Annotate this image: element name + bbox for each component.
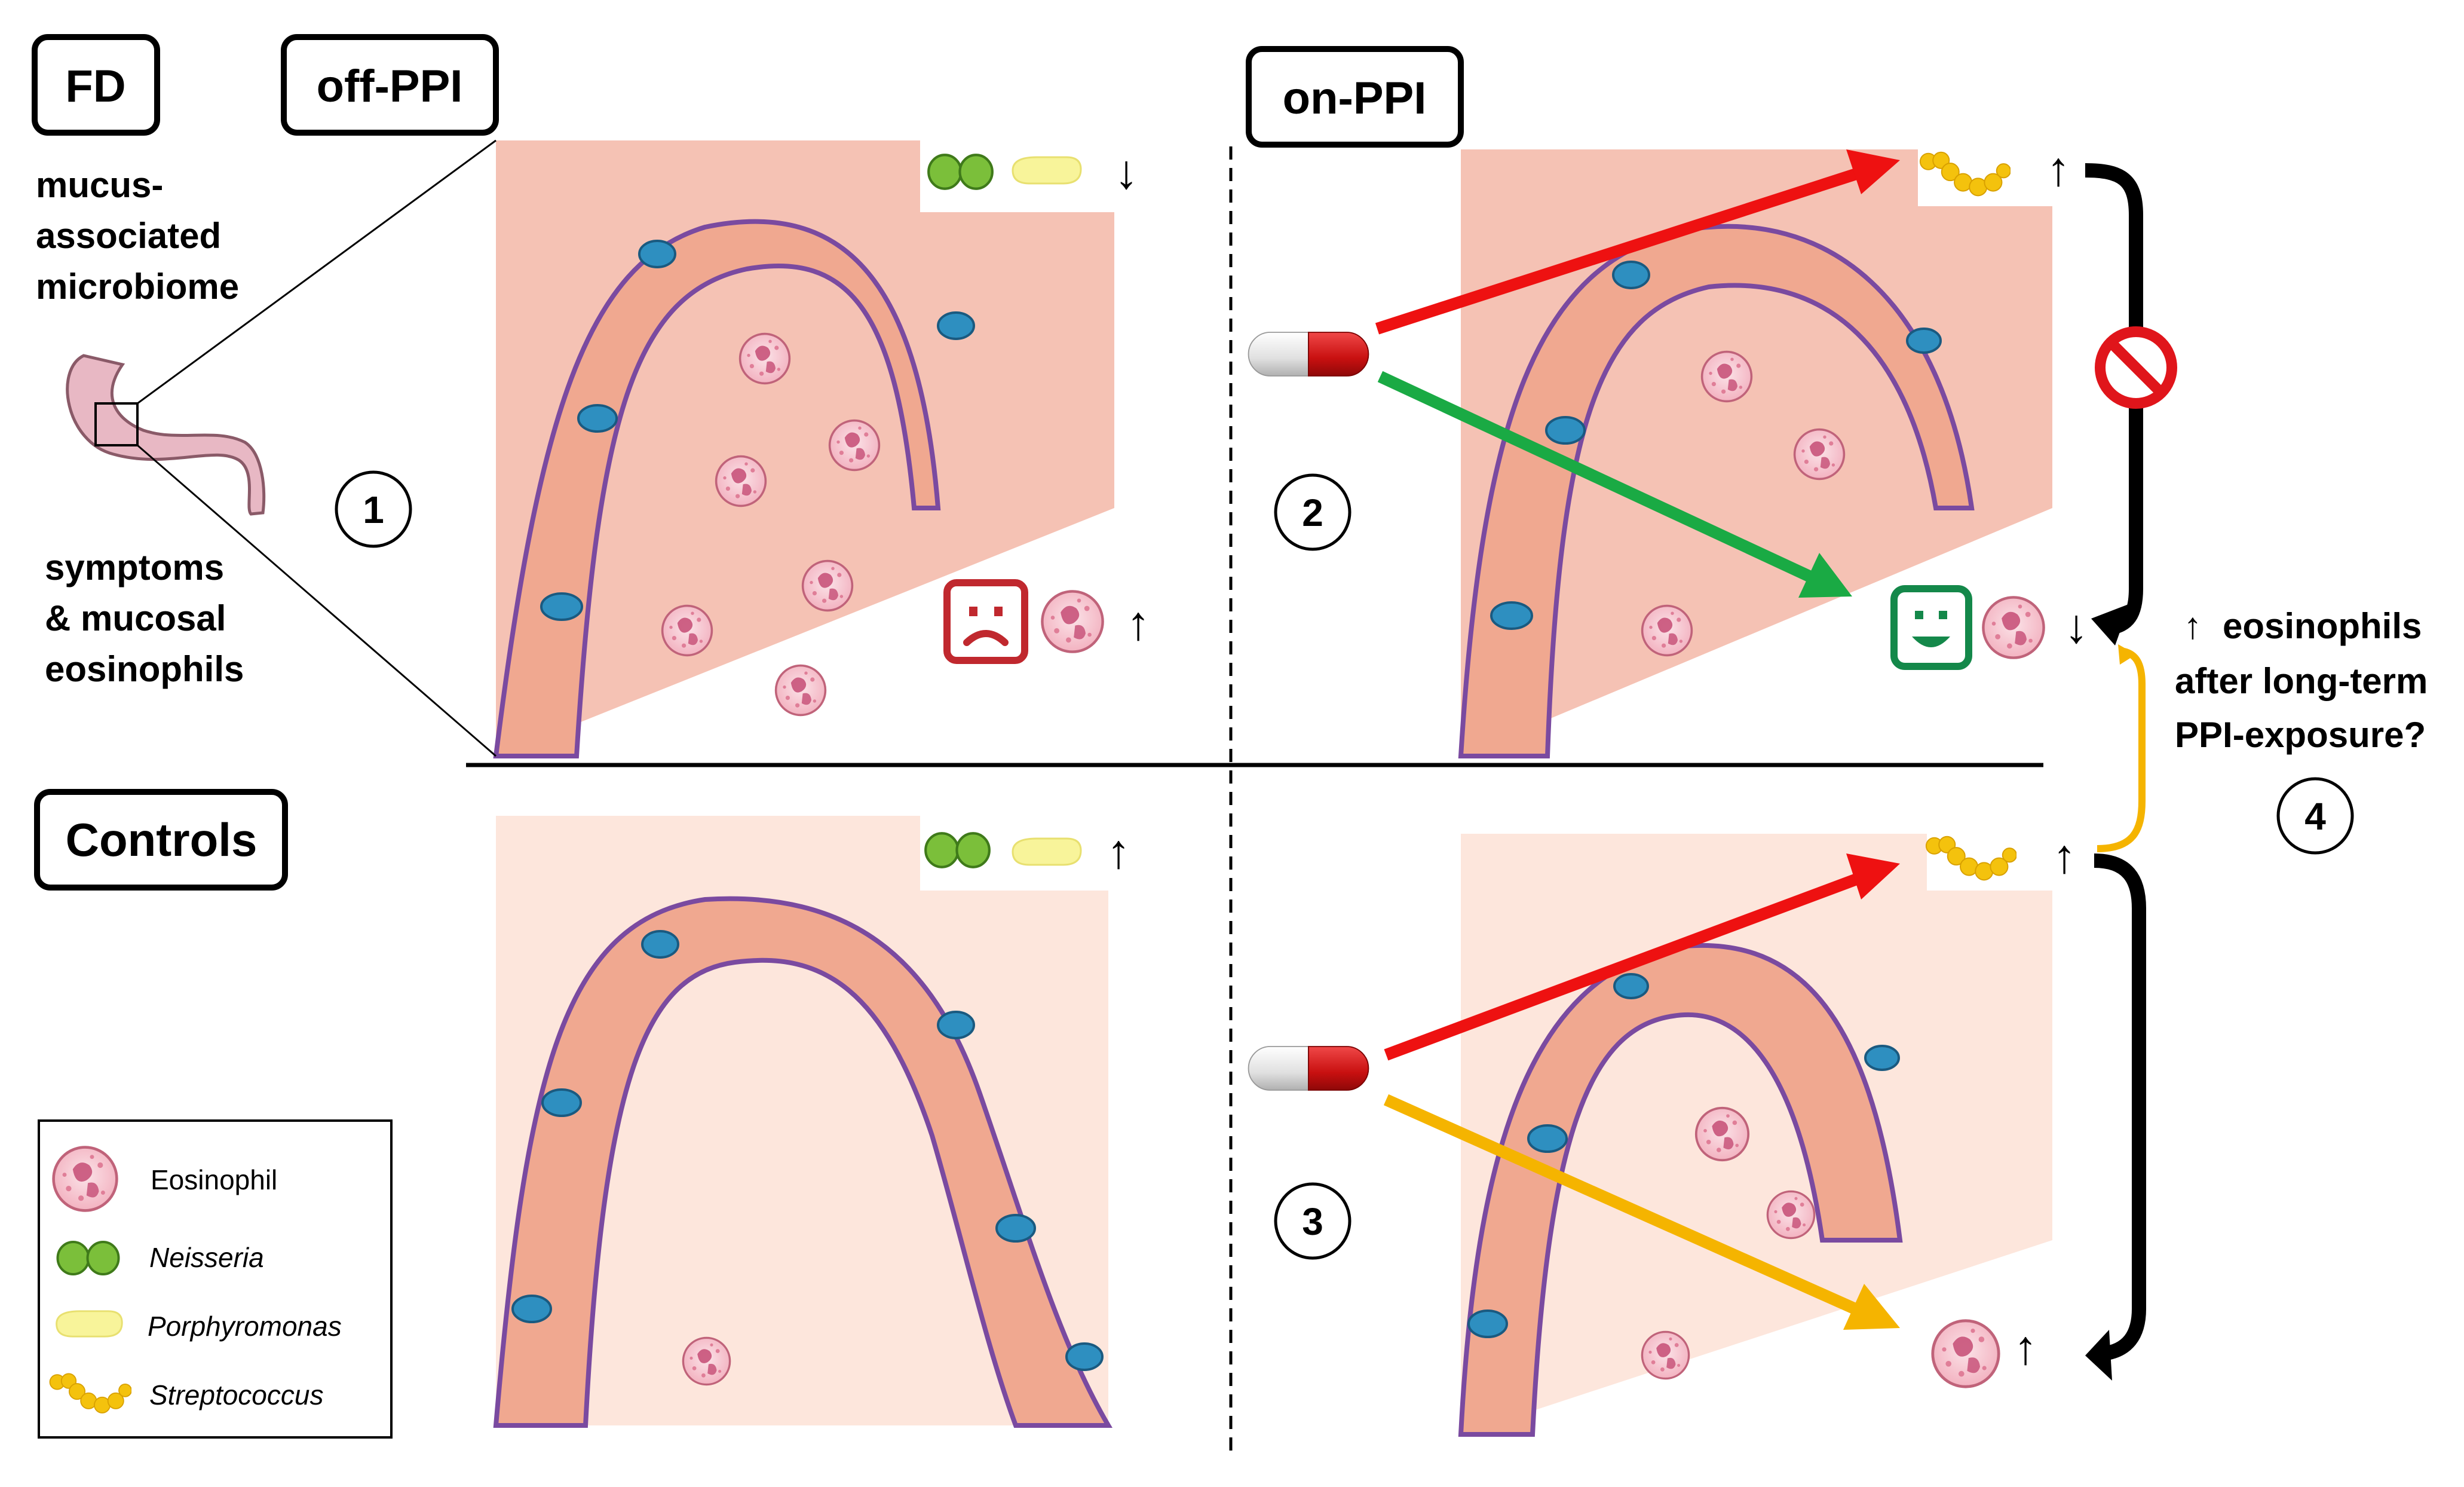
no-entry-icon bbox=[2095, 326, 2177, 409]
bacteria-down-arrow: ↓ bbox=[1114, 145, 1138, 198]
legend-neisseria-label: Neisseria bbox=[149, 1242, 264, 1273]
strep-controls-on-ppi: ↑ bbox=[1925, 830, 2076, 891]
black-bracket-fd bbox=[2085, 163, 2143, 645]
legend-streptococcus-label: Streptococcus bbox=[149, 1379, 323, 1410]
goblet-cells bbox=[511, 240, 1942, 1371]
controls-label: Controls bbox=[66, 813, 258, 866]
villus-fd-on-ppi bbox=[1458, 224, 1975, 758]
strep-up-arrow-controls: ↑ bbox=[2052, 830, 2076, 883]
bacteria-fd-off-ppi: ↓ bbox=[923, 143, 1186, 212]
svg-text:1: 1 bbox=[363, 488, 384, 531]
orange-arrow-controls bbox=[1383, 1094, 1900, 1330]
legend-eosinophil-icon bbox=[54, 1148, 117, 1211]
svg-text:2: 2 bbox=[1302, 491, 1323, 534]
off-ppi-label: off-PPI bbox=[317, 61, 463, 112]
legend-eosinophil-label: Eosinophil bbox=[151, 1164, 277, 1195]
question-line-2: after long-term bbox=[2175, 661, 2428, 701]
symptoms-label-2: & mucosal bbox=[45, 598, 226, 638]
pill-icon-controls bbox=[1248, 1046, 1369, 1091]
strep-fd-on-ppi: ↑ bbox=[1919, 142, 2070, 206]
eosinophil-up-arrow-fd-off: ↑ bbox=[1126, 596, 1150, 650]
stomach-icon bbox=[66, 354, 266, 516]
zoom-lines bbox=[137, 139, 497, 757]
marker-2: 2 bbox=[1274, 473, 1351, 551]
marker-3: 3 bbox=[1274, 1182, 1351, 1260]
strep-up-arrow-fd: ↑ bbox=[2046, 142, 2070, 195]
sad-face-icon bbox=[943, 579, 1028, 664]
red-arrow-fd bbox=[1375, 149, 1900, 335]
svg-text:4: 4 bbox=[2304, 795, 2326, 838]
eosinophil-down-arrow-fd-on: ↓ bbox=[2064, 599, 2088, 653]
fd-label: FD bbox=[65, 61, 125, 112]
yellow-connector bbox=[2097, 644, 2146, 852]
symptoms-label-3: eosinophils bbox=[45, 649, 244, 689]
on-ppi-label: on-PPI bbox=[1283, 73, 1427, 124]
legend: Eosinophil Neisseria Porphyromonas Strep… bbox=[38, 1119, 393, 1439]
mucus-label-2: associated bbox=[36, 216, 221, 256]
villus-fd-off-ppi bbox=[493, 219, 941, 758]
mucus-label-1: mucus- bbox=[36, 165, 163, 205]
pill-icon bbox=[1248, 332, 1369, 377]
off-ppi-box: off-PPI bbox=[281, 34, 499, 136]
legend-porphyromonas-label: Porphyromonas bbox=[148, 1311, 342, 1342]
bacteria-up-arrow: ↑ bbox=[1107, 825, 1130, 878]
green-arrow-fd bbox=[1377, 371, 1852, 598]
symptoms-label-1: symptoms bbox=[45, 547, 224, 588]
eosinophils-controls-off-ppi bbox=[682, 1336, 731, 1386]
mucus-label-3: microbiome bbox=[36, 267, 239, 307]
happy-face-icon bbox=[1890, 585, 1972, 670]
eosinophil-up-arrow-controls-on: ↑ bbox=[2014, 1321, 2037, 1374]
eosinophil-controls-on-outcome bbox=[1933, 1321, 1999, 1387]
question-up-arrow: ↑ bbox=[2184, 605, 2202, 647]
question-line-1: eosinophils bbox=[2223, 606, 2422, 646]
villus-controls-off-ppi bbox=[493, 896, 1113, 1428]
controls-box: Controls bbox=[34, 789, 288, 891]
svg-text:3: 3 bbox=[1302, 1200, 1323, 1243]
black-bracket-controls bbox=[2085, 853, 2146, 1381]
legend-porphyromonas-icon bbox=[56, 1310, 123, 1338]
question-line-3: PPI-exposure? bbox=[2175, 715, 2426, 755]
red-arrow-controls bbox=[1384, 853, 1900, 1061]
marker-4: 4 bbox=[2276, 777, 2354, 855]
eosinophil-fd-off-outcome bbox=[1042, 591, 1102, 651]
eosinophil-fd-on-outcome bbox=[1983, 597, 2043, 657]
fd-box: FD bbox=[32, 34, 160, 136]
villus-controls-on-ppi bbox=[1458, 943, 1903, 1437]
on-ppi-box: on-PPI bbox=[1246, 46, 1464, 148]
bacteria-controls-off-ppi: ↑ bbox=[925, 825, 1130, 878]
marker-1: 1 bbox=[335, 470, 412, 548]
